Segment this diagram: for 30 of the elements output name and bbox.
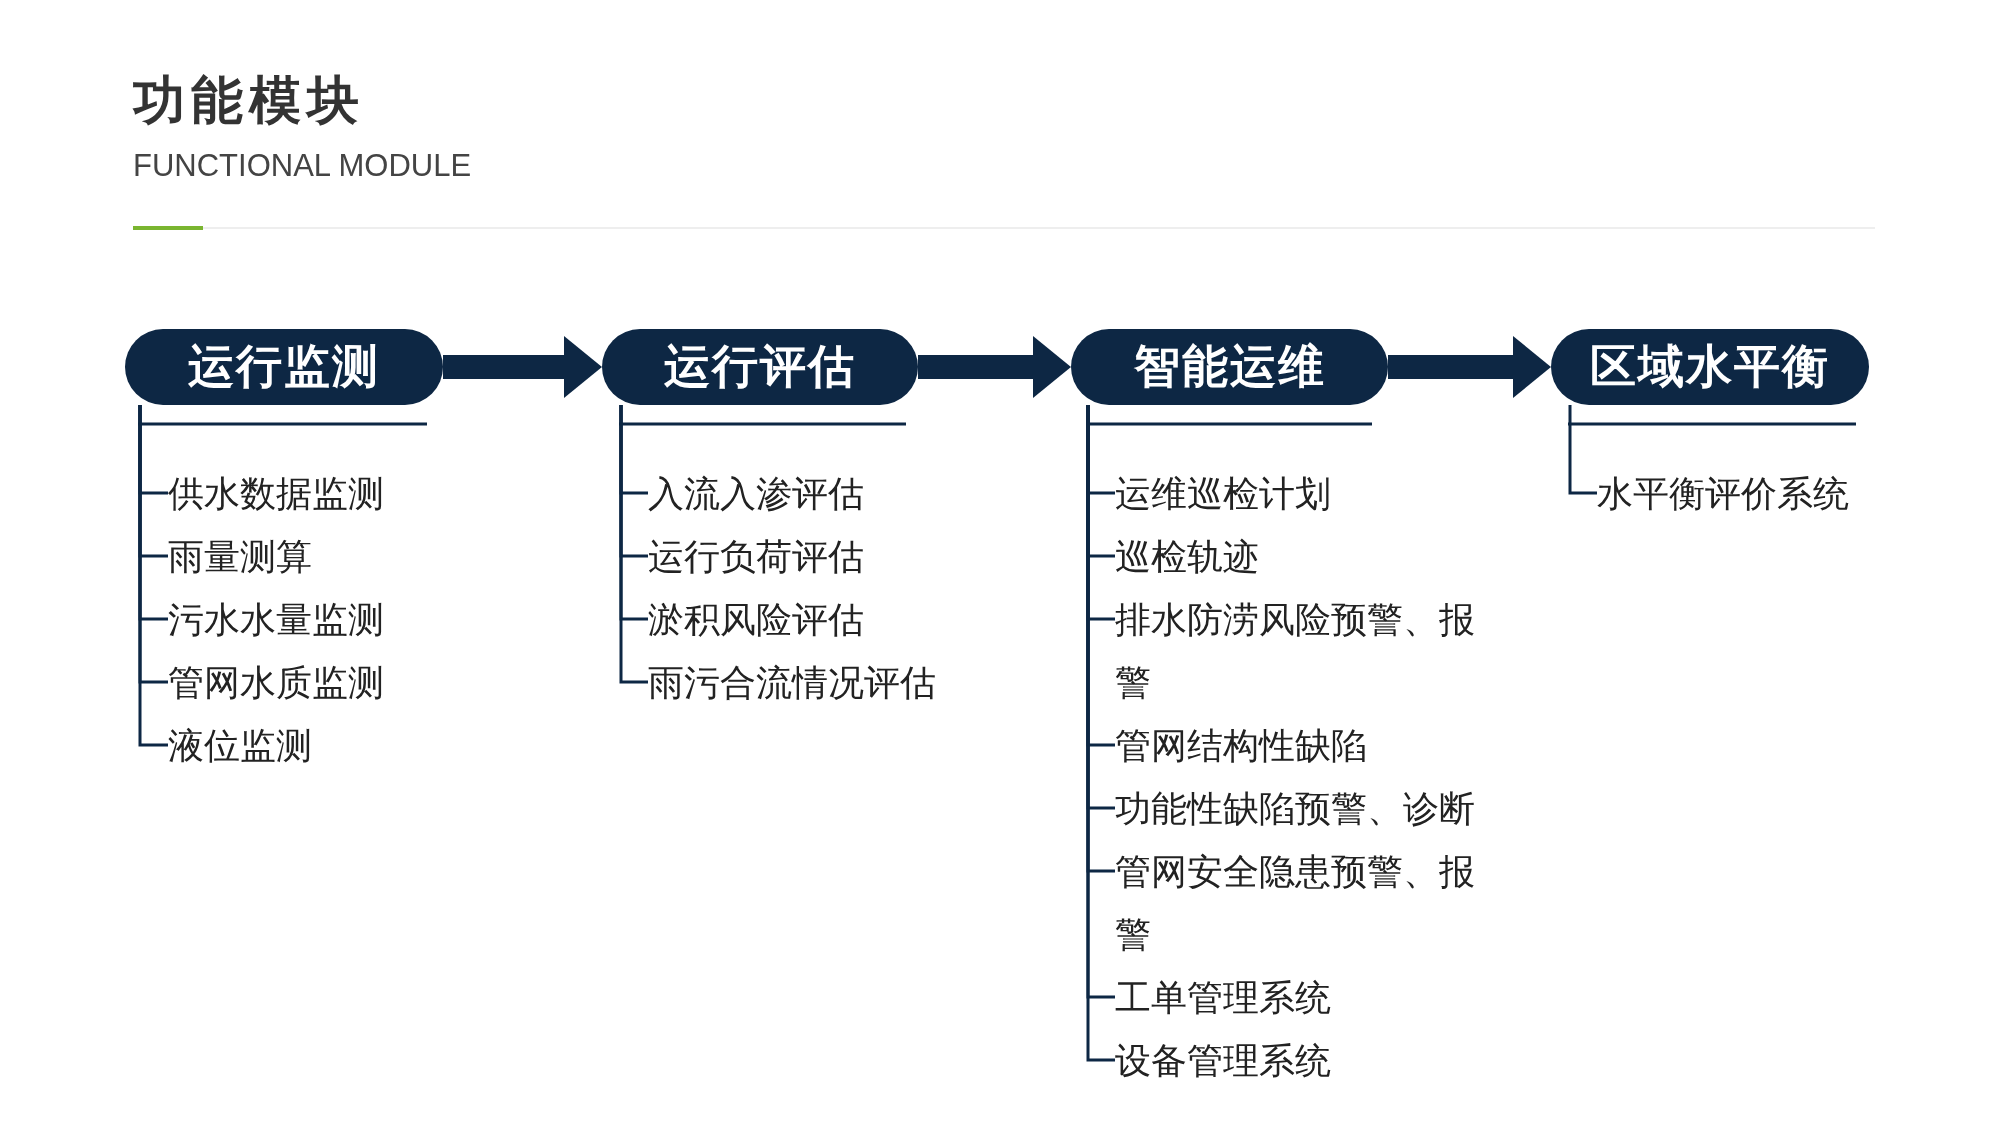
tree-connector (1568, 405, 1597, 495)
tree-item: 功能性缺陷预警、诊断 (1115, 777, 1475, 840)
arrow (918, 336, 1071, 398)
tree-item: 巡检轨迹 (1115, 525, 1259, 588)
tree-item: 管网结构性缺陷 (1115, 714, 1367, 777)
tree-item: 水平衡评价系统 (1597, 462, 1849, 525)
tree-connector (619, 405, 648, 684)
stage-pill: 运行评估 (602, 329, 918, 405)
tree-item: 运行负荷评估 (648, 525, 864, 588)
stage-pill: 区域水平衡 (1551, 329, 1869, 405)
stage-pill: 运行监测 (125, 329, 443, 405)
subtitle: FUNCTIONAL MODULE (133, 148, 472, 184)
tree-item: 雨量测算 (168, 525, 312, 588)
tree-item: 供水数据监测 (168, 462, 384, 525)
tree-item: 设备管理系统 (1115, 1029, 1331, 1092)
tree-item: 工单管理系统 (1115, 966, 1331, 1029)
tree-connector (138, 405, 168, 747)
arrow (1388, 336, 1551, 398)
tree-item: 运维巡检计划 (1115, 462, 1331, 525)
tree-item: 管网水质监测 (168, 651, 384, 714)
tree-item: 管网安全隐患预警、报警 (1115, 840, 1491, 966)
title: 功能模块 (133, 69, 365, 132)
tree-item: 淤积风险评估 (648, 588, 864, 651)
arrow (443, 336, 602, 398)
tree-item: 入流入渗评估 (648, 462, 864, 525)
tree-item: 排水防涝风险预警、报警 (1115, 588, 1491, 714)
tree-item: 液位监测 (168, 714, 312, 777)
tree-item: 污水水量监测 (168, 588, 384, 651)
tree-item: 雨污合流情况评估 (648, 651, 936, 714)
stage-pill: 智能运维 (1071, 329, 1388, 405)
